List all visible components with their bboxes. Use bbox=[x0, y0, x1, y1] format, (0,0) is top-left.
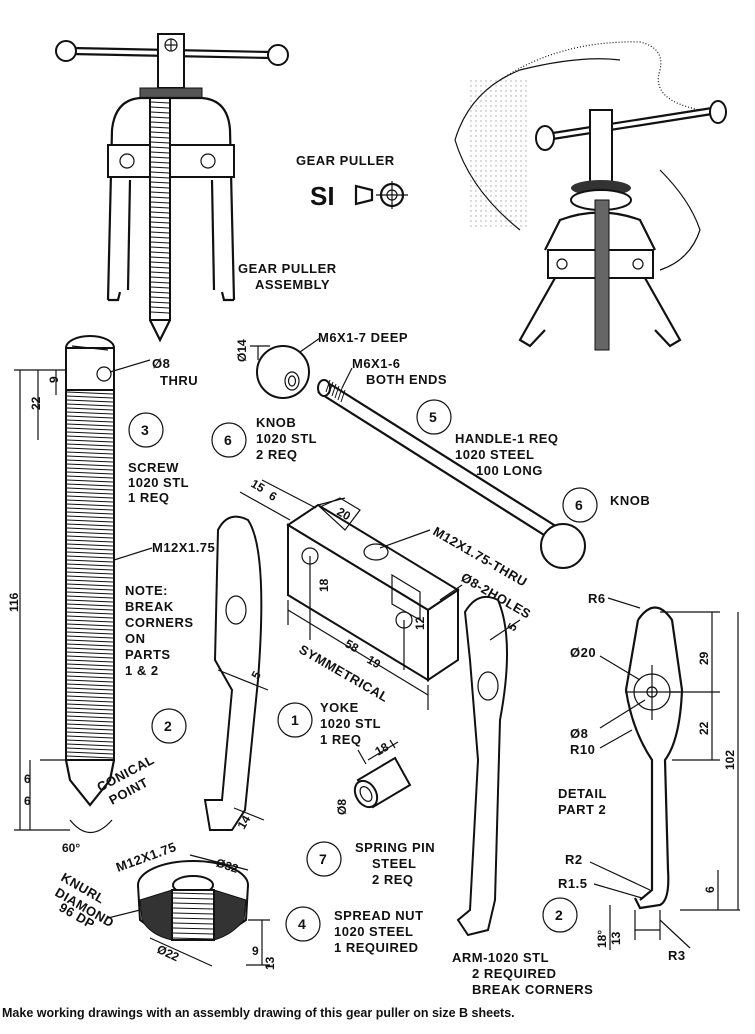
projection-symbol-icon bbox=[354, 184, 374, 206]
handle-thread-2: BOTH ENDS bbox=[366, 372, 447, 387]
assembly-label-2: ASSEMBLY bbox=[255, 277, 330, 292]
yoke-dim-12: 12 bbox=[413, 616, 427, 630]
yoke-dim-20: 20 bbox=[335, 504, 354, 523]
caption: Make working drawings with an assembly d… bbox=[2, 1006, 515, 1020]
detail-title-1: DETAIL bbox=[558, 786, 607, 801]
knob-name: KNOB bbox=[256, 415, 296, 430]
detail-r10: R10 bbox=[570, 742, 595, 757]
screw-dim-116: 116 bbox=[7, 592, 21, 612]
detail-r3: R3 bbox=[668, 948, 686, 963]
yoke-dim-18: 18 bbox=[317, 578, 331, 592]
assembly-view: GEAR PULLER ASSEMBLY bbox=[55, 33, 337, 343]
arm-left-bubble: 2 bbox=[164, 718, 172, 734]
arm-line-2: 2 REQUIRED bbox=[472, 966, 556, 981]
nut-dim-32: Ø32 bbox=[214, 856, 240, 876]
screw-dim-6a: 6 bbox=[24, 772, 31, 786]
screw-hole-2: THRU bbox=[160, 373, 198, 388]
detail-r2: R2 bbox=[565, 852, 583, 867]
hand-illustration bbox=[454, 41, 727, 351]
detail-ang: 18° bbox=[595, 930, 609, 948]
detail-r15: R1.5 bbox=[558, 876, 587, 891]
handle-material: 1020 STEEL bbox=[455, 447, 534, 462]
yoke-dim-19: 19 bbox=[365, 652, 384, 671]
screw-part: 9 22 116 6 6 60° CONICAL POINT Ø8 THRU M… bbox=[7, 335, 215, 855]
arm-line-3: BREAK CORNERS bbox=[472, 982, 593, 997]
knob-material: 1020 STL bbox=[256, 431, 317, 446]
knob-tap: M6X1-7 DEEP bbox=[318, 330, 408, 345]
knob-bubble: 6 bbox=[224, 432, 232, 448]
handle-part: M6X1-6 BOTH ENDS 5 HANDLE-1 REQ 1020 STE… bbox=[317, 356, 650, 569]
detail-d8: Ø8 bbox=[570, 726, 588, 741]
note-line-2: BREAK bbox=[125, 599, 174, 614]
yoke-sym: SYMMETRICAL bbox=[297, 642, 392, 705]
pin-dim-18: 18 bbox=[373, 740, 392, 759]
nut-material: 1020 STEEL bbox=[334, 924, 413, 939]
pin-dim-8: Ø8 bbox=[335, 799, 349, 815]
note-line-4: ON bbox=[125, 631, 146, 646]
detail-dim-13: 13 bbox=[609, 931, 623, 945]
nut-bubble: 4 bbox=[298, 916, 306, 932]
title-block: GEAR PULLER SI bbox=[296, 153, 408, 211]
pin-bubble: 7 bbox=[319, 851, 327, 867]
title-code: SI bbox=[310, 181, 335, 211]
detail-dim-29: 29 bbox=[697, 651, 711, 665]
screw-dim-22: 22 bbox=[29, 396, 43, 410]
yoke-name: YOKE bbox=[320, 700, 359, 715]
screw-qty: 1 REQ bbox=[128, 490, 170, 505]
note-line-6: 1 & 2 bbox=[125, 663, 159, 678]
handle-length: 100 LONG bbox=[476, 463, 543, 478]
handle-name: HANDLE-1 REQ bbox=[455, 431, 559, 446]
assembly-label-1: GEAR PULLER bbox=[238, 261, 337, 276]
arm-left: 5 14 2 bbox=[151, 515, 269, 832]
yoke-dim-6: 6 bbox=[267, 488, 280, 504]
yoke-qty: 1 REQ bbox=[320, 732, 362, 747]
detail-r6: R6 bbox=[588, 591, 606, 606]
yoke-dim-58: 58 bbox=[343, 636, 362, 655]
yoke-dim-15: 15 bbox=[249, 476, 268, 495]
knob-part: Ø14 M6X1-7 DEEP 6 KNOB 1020 STL 2 REQ bbox=[211, 330, 408, 462]
note-block: NOTE: BREAK CORNERS ON PARTS 1 & 2 bbox=[125, 583, 194, 678]
nut-dim-9: 9 bbox=[252, 944, 259, 958]
screw-dim-6b: 6 bbox=[24, 794, 31, 808]
nut-dim-13: 13 bbox=[263, 956, 277, 970]
pin-name: SPRING PIN bbox=[355, 840, 435, 855]
pin-qty: 2 REQ bbox=[372, 872, 414, 887]
spring-pin-part: 18 Ø8 7 SPRING PIN STEEL 2 REQ bbox=[306, 740, 435, 887]
knob-qty: 2 REQ bbox=[256, 447, 298, 462]
arm-line-1: ARM-1020 STL bbox=[452, 950, 549, 965]
screw-hole-1: Ø8 bbox=[152, 356, 170, 371]
yoke-material: 1020 STL bbox=[320, 716, 381, 731]
screw-bubble: 3 bbox=[141, 422, 149, 438]
detail-dim-6: 6 bbox=[703, 886, 717, 893]
screw-angle: 60° bbox=[62, 841, 80, 855]
screw-thread: M12X1.75 bbox=[152, 540, 215, 555]
yoke-bubble: 1 bbox=[291, 712, 299, 728]
screw-material: 1020 STL bbox=[128, 475, 189, 490]
nut-name: SPREAD NUT bbox=[334, 908, 424, 923]
title-text: GEAR PULLER bbox=[296, 153, 395, 168]
drawing-sheet: GEAR PULLER ASSEMBLY GEAR PULLER SI bbox=[7, 33, 740, 997]
detail-title-2: PART 2 bbox=[558, 802, 606, 817]
handle-bubble: 5 bbox=[429, 409, 437, 425]
note-line-5: PARTS bbox=[125, 647, 171, 662]
handle-knob-bubble: 6 bbox=[575, 497, 583, 513]
note-line-1: NOTE: bbox=[125, 583, 168, 598]
detail-dim-102: 102 bbox=[723, 750, 737, 770]
handle-thread-1: M6X1-6 bbox=[352, 356, 401, 371]
arm-left-dim-14: 14 bbox=[234, 813, 253, 832]
nut-qty: 1 REQUIRED bbox=[334, 940, 418, 955]
detail-dim-22: 22 bbox=[697, 721, 711, 735]
knob-dia: Ø14 bbox=[235, 339, 249, 362]
arm-right: 5 2 ARM-1020 STL 2 REQUIRED BREAK CORNER… bbox=[452, 596, 593, 997]
screw-name: SCREW bbox=[128, 460, 179, 475]
detail-part-2: 29 22 102 6 R6 Ø20 Ø8 R10 DETAIL PART 2 … bbox=[558, 591, 740, 963]
spread-nut-part: Ø32 M12X1.75 Ø22 9 13 KNURL DIAMOND 96 D… bbox=[53, 839, 424, 970]
detail-d20: Ø20 bbox=[570, 645, 596, 660]
note-line-3: CORNERS bbox=[125, 615, 194, 630]
screw-dim-9: 9 bbox=[47, 376, 61, 383]
handle-knob-label: KNOB bbox=[610, 493, 650, 508]
nut-dim-22: Ø22 bbox=[155, 942, 182, 964]
pin-material: STEEL bbox=[372, 856, 416, 871]
arm-right-bubble: 2 bbox=[555, 907, 563, 923]
